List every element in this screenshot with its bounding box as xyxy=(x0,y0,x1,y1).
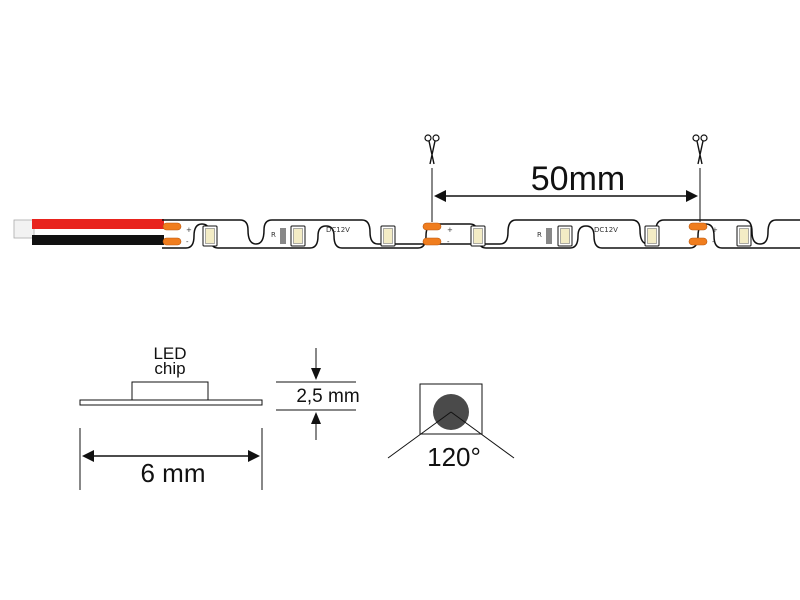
beam-angle-view: 120° xyxy=(387,383,515,472)
power-wires xyxy=(13,219,164,245)
segment-dimension: 50mm xyxy=(434,160,698,202)
beam-angle-label: 120° xyxy=(427,442,481,472)
voltage-label-1: DC12V xyxy=(326,226,350,234)
cut-mark-right xyxy=(692,134,708,222)
minus-mark-2: - xyxy=(447,238,450,246)
led-4 xyxy=(470,225,486,247)
resistor-label-2: R xyxy=(537,231,542,239)
led-3 xyxy=(380,225,396,247)
plus-mark-1: + xyxy=(186,226,192,234)
resistor-2 xyxy=(546,228,552,244)
scissors-icon xyxy=(692,134,708,165)
strip-cross-section: LED chip 6 mm 2,5 mm xyxy=(79,344,360,490)
led-7 xyxy=(736,225,752,247)
strip-base xyxy=(79,399,263,406)
scissors-icon xyxy=(424,134,440,165)
resistor-1 xyxy=(280,228,286,244)
plus-mark-2: + xyxy=(447,226,453,234)
led-1 xyxy=(202,225,218,247)
negative-wire xyxy=(32,235,164,245)
led-6 xyxy=(644,225,660,247)
cut-mark-left xyxy=(424,134,440,222)
resistor-label-1: R xyxy=(271,231,276,239)
positive-wire xyxy=(32,219,164,229)
plus-mark-3: + xyxy=(712,226,718,234)
chip-label-line1: LED xyxy=(153,344,186,363)
width-label: 6 mm xyxy=(141,458,206,488)
voltage-label-2: DC12V xyxy=(594,226,618,234)
segment-length-label: 50mm xyxy=(531,160,625,198)
led-5 xyxy=(557,225,573,247)
minus-mark-1: - xyxy=(186,238,189,246)
solder-pad-pair-1 xyxy=(162,222,182,246)
chip-label-line2: chip xyxy=(154,359,185,378)
height-label: 2,5 mm xyxy=(296,386,359,407)
minus-mark-3: - xyxy=(712,238,715,246)
led-chip-body xyxy=(131,381,209,401)
white-wire-tip xyxy=(13,219,35,239)
led-2 xyxy=(290,225,306,247)
